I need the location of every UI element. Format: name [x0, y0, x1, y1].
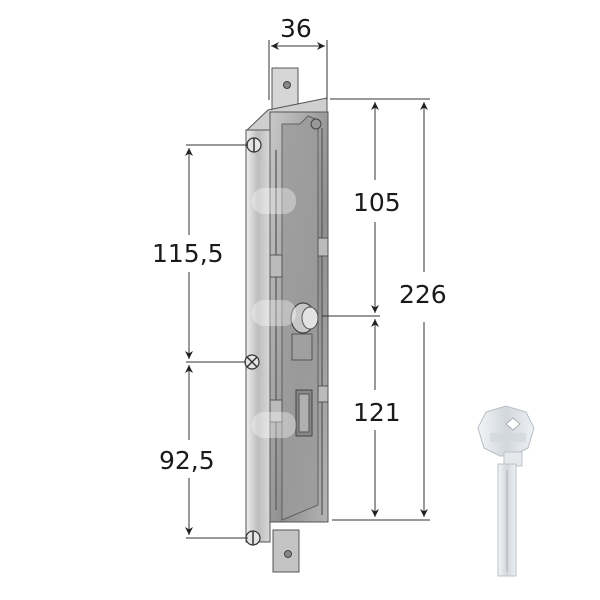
lock-body: [244, 67, 329, 573]
dimension-total-height-226: 226: [399, 280, 447, 309]
dimension-upper-left-115-5: 115,5: [152, 239, 224, 268]
dimension-lower-left-92-5: 92,5: [159, 446, 215, 475]
dimension-upper-right-105: 105: [353, 188, 401, 217]
watermark: [252, 188, 296, 438]
dimension-lines: [185, 40, 430, 539]
dimension-lower-right-121: 121: [353, 398, 401, 427]
screw-top: [246, 137, 262, 153]
screw-bottom: [245, 530, 261, 546]
dimension-width-36: 36: [280, 14, 312, 43]
screw-middle: [244, 354, 260, 370]
key-illustration: [477, 405, 535, 577]
